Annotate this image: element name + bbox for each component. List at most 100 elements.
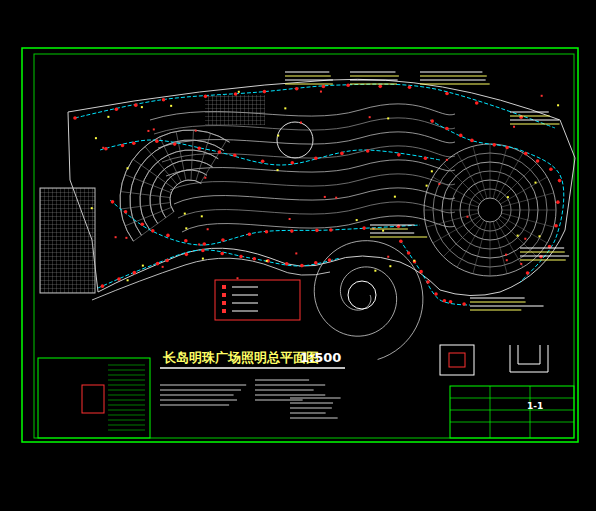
lamp-symbol <box>117 277 121 281</box>
note-lines <box>470 302 526 303</box>
fan-plaza <box>120 130 230 241</box>
lamp-symbol <box>492 143 496 147</box>
legend-symbol <box>222 309 226 313</box>
table-row <box>108 430 145 431</box>
lamp-symbol <box>291 161 295 165</box>
lamp-symbol <box>101 284 105 288</box>
legend-symbol <box>222 301 226 305</box>
fan-plaza <box>160 170 207 218</box>
lamp-symbol <box>265 230 269 234</box>
lamp-symbol <box>449 300 453 304</box>
note-lines <box>160 385 246 386</box>
lamp-symbol <box>408 86 412 90</box>
legend-symbol <box>222 293 226 297</box>
note-lines <box>285 72 329 73</box>
paving-curve <box>154 118 455 134</box>
site-boundary <box>68 79 575 295</box>
legend-box <box>215 280 300 320</box>
lamp-symbol <box>115 107 119 111</box>
legend-line <box>232 287 258 288</box>
table-row <box>108 390 145 391</box>
fixture-mark <box>91 207 93 209</box>
table-row <box>108 370 145 371</box>
lamp-symbol <box>111 200 115 204</box>
lamp-symbol <box>314 261 318 265</box>
fixture-mark <box>541 95 543 97</box>
fan-rib <box>200 140 226 183</box>
fixture-mark <box>320 91 322 93</box>
note-lines <box>520 248 564 249</box>
note-lines <box>255 380 309 381</box>
lamp-symbol <box>346 83 350 87</box>
plaza-rib <box>500 177 547 204</box>
lamp-symbol <box>315 229 319 233</box>
plaza-rib <box>424 210 478 211</box>
plaza-rib <box>443 163 481 201</box>
lamp-symbol <box>328 258 332 262</box>
lamp-symbol <box>173 142 177 146</box>
lamp-symbol <box>470 139 474 143</box>
fixture-mark <box>506 259 508 261</box>
lamp-symbol <box>445 92 449 96</box>
table-row <box>108 385 145 386</box>
fixture-mark <box>142 265 144 267</box>
plaza-rib <box>502 213 554 227</box>
spiral-plaza <box>314 241 423 360</box>
fixture-mark <box>431 170 433 172</box>
title-block-rule <box>490 386 491 438</box>
legend-line <box>232 311 258 312</box>
lamp-symbol <box>526 271 530 275</box>
lamp-symbol <box>121 144 125 148</box>
lamp-symbol <box>184 239 188 243</box>
lamp-symbol <box>266 259 270 263</box>
fixture-mark <box>438 183 440 185</box>
plaza-rib <box>433 177 480 204</box>
fixture-mark <box>162 266 164 268</box>
note-lines <box>160 405 229 406</box>
fixture-mark <box>335 197 337 199</box>
paved-area <box>205 95 265 125</box>
lamp-symbol <box>290 229 294 233</box>
lamp-symbol <box>140 222 144 226</box>
fixture-mark <box>237 277 239 279</box>
fixture-mark <box>517 235 519 237</box>
fixture-mark <box>184 213 186 215</box>
lamp-symbol <box>524 152 528 156</box>
lamp-symbol <box>434 292 438 296</box>
fixture-mark <box>141 106 143 108</box>
table-row <box>108 395 145 396</box>
fan-rib <box>145 146 177 184</box>
lamp-symbol <box>378 85 382 89</box>
drawing-title: 长岛明珠广场照明总平面图 <box>163 349 319 367</box>
fan-plaza <box>170 180 201 212</box>
lamp-symbol <box>340 152 344 156</box>
fixture-mark <box>507 196 509 198</box>
fixture-mark <box>466 216 468 218</box>
lamp-symbol <box>233 154 237 158</box>
fixture-mark <box>369 116 371 118</box>
fan-rib <box>125 207 171 226</box>
note-lines <box>285 76 331 77</box>
lamp-symbol <box>248 233 252 237</box>
lamp-symbol <box>263 90 267 94</box>
note-lines <box>255 390 314 391</box>
fixture-mark <box>201 215 203 217</box>
lamp-symbol <box>554 224 558 228</box>
lamp-symbol <box>329 228 333 232</box>
lamp-symbol <box>397 153 401 157</box>
fixture-mark <box>127 279 129 281</box>
note-lines <box>255 400 303 401</box>
note-lines <box>255 395 325 396</box>
distribution-box <box>82 385 104 413</box>
note-lines <box>420 84 490 85</box>
note-lines <box>160 390 241 391</box>
lamp-symbol <box>424 156 428 160</box>
lamp-symbol <box>445 127 449 131</box>
plan-graphics <box>22 48 578 442</box>
note-lines <box>520 256 569 257</box>
plaza-rib <box>496 153 523 200</box>
paving-curve <box>158 132 455 148</box>
plaza-rib <box>426 213 478 227</box>
note-lines <box>290 408 332 409</box>
note-lines <box>255 385 325 386</box>
